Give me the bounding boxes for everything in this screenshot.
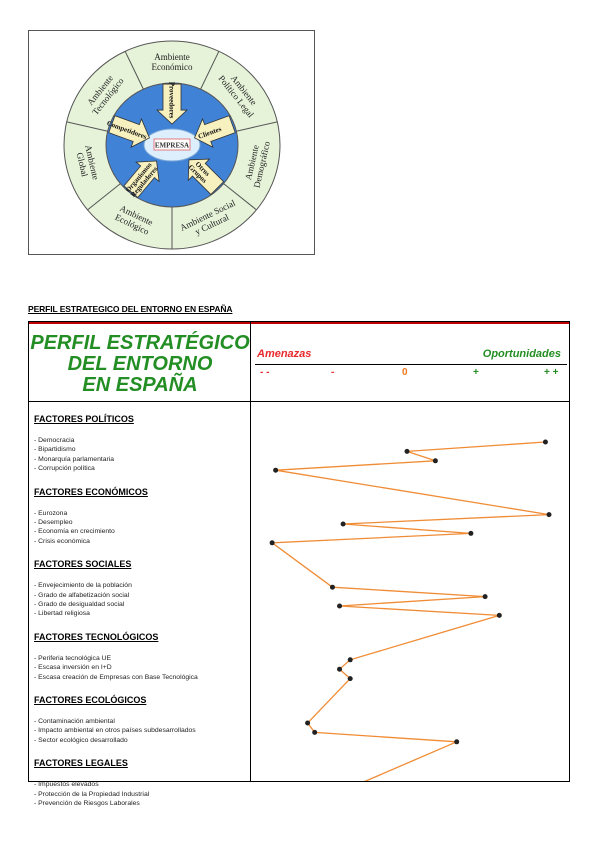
center-box	[153, 138, 191, 151]
profile-point	[347, 676, 353, 682]
arrow-shape	[108, 115, 150, 148]
factor-item: - Libertad religiosa	[34, 610, 90, 618]
opportunities-label: Oportunidades	[482, 348, 561, 360]
scale-mark: - -	[260, 367, 270, 378]
inner-arrow: Competidores	[106, 115, 150, 148]
factor-item: - Impuestos elevados	[34, 781, 99, 789]
profile-point	[496, 612, 502, 618]
factor-item: - Prevención de Riesgos Laborales	[34, 800, 140, 807]
factor-item: - Eurozona	[34, 509, 68, 517]
factor-item: - Crisis económica	[34, 537, 90, 545]
profile-point	[482, 594, 488, 600]
profile-point	[468, 530, 474, 536]
scale-mark: 0	[402, 367, 408, 378]
table-top-rule	[29, 322, 569, 324]
arrow-label: Proveedores	[168, 82, 176, 119]
profile-point	[305, 720, 311, 726]
ring-divider	[200, 51, 220, 90]
profile-title-cell: PERFIL ESTRATÉGICO DEL ENTORNO EN ESPAÑA	[29, 322, 251, 402]
ring-divider	[124, 51, 144, 90]
scale-mark: -	[331, 367, 335, 378]
profile-point	[329, 584, 335, 590]
ring-divider	[223, 183, 257, 211]
profile-point	[454, 739, 460, 745]
factors-column: FACTORES POLÍTICOS - Democracia - Bipartid…	[29, 402, 251, 807]
factor-item: - Periferia tecnológica UE	[34, 654, 112, 662]
arrow-shape	[187, 158, 225, 196]
factor-item: - Desempleo	[34, 519, 73, 526]
factor-item: - Contaminación ambiental	[34, 718, 115, 725]
scale-mark: +	[473, 367, 479, 378]
threats-label: Amenazas	[257, 348, 312, 360]
inner-arrow: Clientes	[194, 115, 236, 148]
factor-item: - Monarquía parlamentaria	[34, 455, 115, 463]
profile-point	[546, 512, 552, 518]
factor-item: - Escasa creación de Empresas con Base T…	[34, 673, 198, 681]
factor-item: - Bipartidismo	[34, 446, 76, 454]
strategic-profile-table: PERFIL ESTRATÉGICO DEL ENTORNO EN ESPAÑA…	[28, 321, 570, 807]
section-heading: PERFIL ESTRATEGICO DEL ENTORNO EN ESPAÑA	[28, 304, 233, 314]
factor-item: - Grado de alfabetización social	[34, 591, 130, 599]
factor-item: - Protección de la Propiedad Industrial	[34, 790, 150, 798]
factor-title: FACTORES SOCIALES	[34, 559, 132, 570]
factor-item: - Impacto ambiental en otros países subd…	[34, 727, 196, 735]
factor-title: FACTORES ECOLÓGICOS	[34, 695, 147, 705]
profile-point	[273, 467, 279, 473]
profile-point	[347, 657, 353, 663]
profile-point	[432, 458, 438, 464]
factor-title: FACTORES LEGALES	[34, 758, 128, 769]
ring-divider	[66, 121, 108, 132]
factor-title: FACTORES ECONÓMICOS	[34, 486, 148, 497]
profile-plot	[269, 439, 552, 781]
ring-segment-text: Económico	[152, 62, 193, 72]
factor-item: - Sector ecológico desarrollado	[34, 736, 128, 744]
profile-point	[312, 729, 318, 735]
profile-point	[337, 603, 343, 609]
ring-divider	[87, 183, 121, 211]
profile-point	[269, 540, 275, 546]
profile-point	[340, 521, 346, 527]
profile-point	[337, 666, 343, 672]
factor-title: FACTORES TECNOLÓGICOS	[34, 631, 159, 642]
arrow-shape	[194, 115, 236, 148]
factor-item: - Grado de desigualdad social	[34, 601, 125, 608]
factor-item: - Escasa inversión en I+D	[34, 664, 112, 672]
factor-item: - Envejecimiento de la población	[34, 582, 132, 590]
scale-rule	[255, 364, 567, 365]
ring-divider	[236, 121, 278, 132]
inner-arrow: Proveedores	[155, 82, 189, 125]
center-label: EMPRESA	[155, 142, 189, 150]
factor-item: - Corrupción política	[34, 465, 95, 473]
arrow-shape	[155, 83, 189, 125]
factor-title: FACTORES POLÍTICOS	[34, 414, 134, 424]
arrow-shape	[123, 160, 160, 199]
factor-item: - Economía en crecimiento	[34, 528, 115, 536]
profile-title-line-1: PERFIL ESTRATÉGICO	[30, 332, 250, 354]
ring-segment-text: Ambiente	[154, 52, 190, 62]
profile-point	[404, 448, 410, 454]
factor-item: - Democracia	[34, 437, 75, 444]
profile-title-line-3: EN ESPAÑA	[82, 374, 198, 396]
profile-point	[542, 439, 548, 445]
scale-header: Amenazas Oportunidades - - - 0 + + +	[251, 322, 569, 402]
scale-mark: + +	[544, 367, 559, 378]
profile-title-line-2: DEL ENTORNO	[67, 353, 213, 375]
